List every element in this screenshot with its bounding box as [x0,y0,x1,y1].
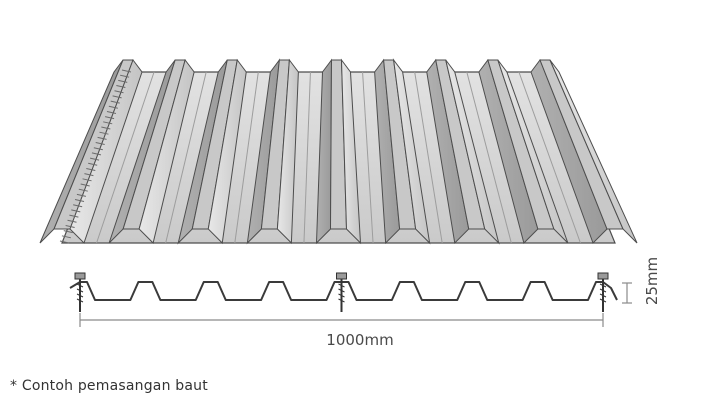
sheet-cross-section [69,281,618,301]
bolt-icon [336,272,347,312]
section-profile-line [69,281,618,301]
sheet-rib [478,58,569,244]
pan-stiffener [466,71,512,244]
bolt-icon [74,272,86,312]
pan-stiffener [234,71,259,244]
sheet-rib [39,58,143,244]
pan-stiffener [165,71,207,244]
pan-stiffener [518,71,581,244]
bolt-markers [74,272,609,312]
sheet-edge-overlap [59,69,132,244]
height-label: 25mm [643,257,661,305]
sheet-rib [246,58,299,245]
sheet-rib [530,58,638,244]
bolt-icon [597,272,609,312]
pan-stiffener [303,71,311,244]
sheet-rib [374,58,431,245]
sheet-rib [315,58,362,245]
pan-stiffener [414,71,443,244]
pan-stiffener [96,71,155,244]
width-dimension [79,313,604,327]
corrugated-sheet-perspective [39,58,638,245]
sheet-rib [426,58,500,245]
pan-stiffener [362,71,374,244]
bolt-installation-note: * Contoh pemasangan baut [10,378,208,394]
sheet-rib [177,58,247,245]
sheet-rib [108,58,195,244]
height-dimension [622,282,632,304]
width-label: 1000mm [326,331,393,349]
